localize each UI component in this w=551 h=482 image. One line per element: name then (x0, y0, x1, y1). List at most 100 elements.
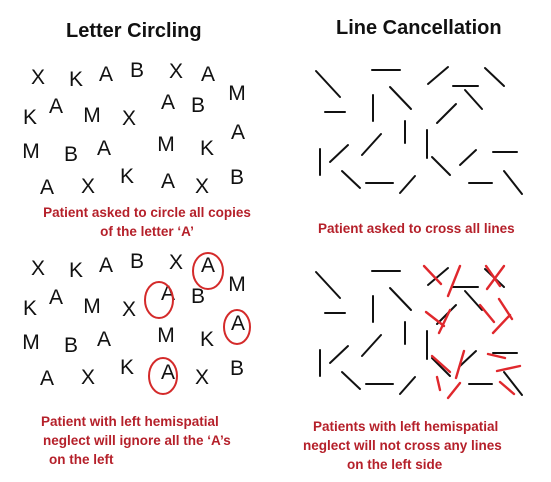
stimulus-letter: M (83, 104, 101, 127)
cross-mark (446, 381, 462, 400)
caption-letter-neglect: Patient with left hemispatial neglect wi… (33, 412, 231, 469)
cross-mark (485, 264, 506, 291)
caption-line: Patient with left hemispatial (41, 414, 219, 429)
title-letter-circling: Letter Circling (66, 20, 202, 42)
stimulus-letter: B (230, 166, 244, 189)
stimulus-line (361, 133, 382, 156)
stimulus-line (315, 271, 341, 299)
caption-letter-task: Patient asked to circle all copies of th… (22, 203, 272, 241)
cross-mark (486, 352, 507, 360)
caption-line: Patients with left hemispatial (313, 419, 499, 434)
cross-mark (422, 264, 443, 286)
stimulus-letter: M (22, 331, 40, 354)
stimulus-letter: A (161, 282, 175, 305)
cross-mark (491, 313, 512, 335)
stimulus-letter: B (64, 334, 78, 357)
stimulus-line (464, 89, 483, 110)
stimulus-line (315, 70, 341, 98)
stimulus-line (361, 334, 382, 357)
stimulus-line (464, 290, 483, 311)
stimulus-letter: X (169, 251, 183, 274)
caption-line: on the left side (347, 457, 443, 472)
stimulus-line (484, 67, 505, 87)
stimulus-letter: M (228, 273, 246, 296)
cross-mark (437, 308, 452, 335)
stimulus-letter: M (22, 140, 40, 163)
stimulus-line (341, 371, 361, 390)
stimulus-letter: B (130, 250, 144, 273)
circle-mark (148, 357, 178, 395)
stimulus-line (427, 66, 449, 85)
stimulus-line (329, 345, 349, 364)
stimulus-line (427, 267, 449, 286)
caption-line: neglect will ignore all the ‘A’s (43, 433, 231, 448)
stimulus-letter: A (231, 121, 245, 144)
stimulus-letter: K (23, 297, 37, 320)
stimulus-letter: K (200, 328, 214, 351)
stimulus-line (329, 144, 349, 163)
stimulus-letter: X (81, 366, 95, 389)
stimulus-line (459, 350, 477, 367)
cross-mark (484, 264, 502, 288)
stimulus-letter: M (157, 324, 175, 347)
stimulus-letter: A (161, 361, 175, 384)
stimulus-line (431, 156, 451, 176)
stimulus-letter: X (195, 175, 209, 198)
caption-line-task: Patient asked to cross all lines (318, 219, 515, 238)
cross-mark (435, 375, 442, 392)
caption-line: on the left (49, 452, 114, 467)
stimulus-letter: K (200, 137, 214, 160)
stimulus-line (341, 170, 361, 189)
stimulus-letter: B (191, 285, 205, 308)
stimulus-letter: A (99, 63, 113, 86)
stimulus-line (436, 304, 457, 325)
stimulus-letter: K (120, 356, 134, 379)
cross-mark (495, 364, 522, 373)
stimulus-letter: A (40, 176, 54, 199)
stimulus-letter: A (49, 95, 63, 118)
title-line-cancellation: Line Cancellation (336, 17, 502, 39)
stimulus-letter: A (161, 91, 175, 114)
caption-line-neglect: Patients with left hemispatial neglect w… (303, 417, 502, 474)
caption-line: of the letter ‘A’ (100, 224, 194, 239)
stimulus-letter: X (31, 257, 45, 280)
stimulus-line (431, 357, 451, 377)
line-cancellation-sheet-after (315, 267, 523, 396)
stimulus-line (399, 376, 416, 395)
stimulus-letter: A (201, 254, 215, 277)
stimulus-letter: K (69, 68, 83, 91)
stimulus-line (436, 103, 457, 124)
stimulus-line (389, 86, 412, 110)
caption-line: Patient asked to cross all lines (318, 221, 515, 236)
caption-line: neglect will not cross any lines (303, 438, 502, 453)
stimulus-letter: A (97, 328, 111, 351)
stimulus-letter: M (228, 82, 246, 105)
cross-mark (424, 310, 446, 328)
stimulus-letter: X (169, 60, 183, 83)
stimulus-letter: B (191, 94, 205, 117)
stimulus-letter: A (231, 312, 245, 335)
stimulus-letter: M (157, 133, 175, 156)
stimulus-letter: B (64, 143, 78, 166)
stimulus-letter: M (83, 295, 101, 318)
stimulus-letter: A (97, 137, 111, 160)
patient-circle-marks (144, 252, 251, 395)
stimulus-letter: K (23, 106, 37, 129)
stimulus-line (459, 149, 477, 166)
stimulus-line (503, 170, 523, 195)
cross-mark (498, 380, 516, 396)
stimulus-letter: X (195, 366, 209, 389)
stimulus-line (503, 371, 523, 396)
cross-mark (446, 264, 462, 298)
stimulus-letter: K (69, 259, 83, 282)
stimulus-line (389, 287, 412, 311)
line-cancellation-sheet-before (315, 66, 523, 195)
stimulus-letter: A (161, 170, 175, 193)
caption-line: Patient asked to circle all copies (43, 205, 251, 220)
stimulus-letter: B (230, 357, 244, 380)
stimulus-letter: A (99, 254, 113, 277)
cross-mark (430, 354, 452, 374)
